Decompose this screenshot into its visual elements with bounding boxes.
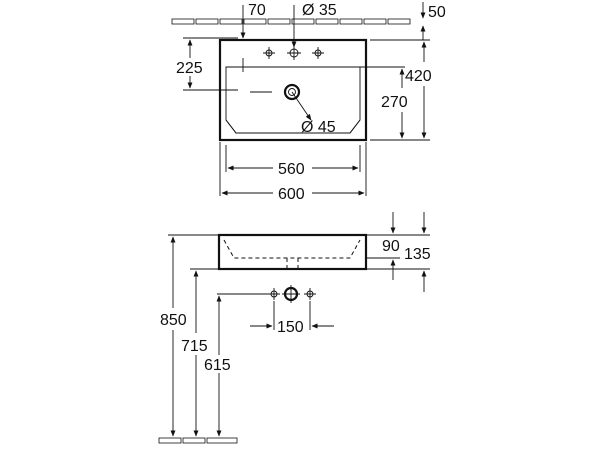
dim-tap-hole: Ø 35 [302,2,337,19]
dim-tap-offset: 70 [248,2,266,19]
tap-holes-top [263,46,324,60]
dim-overall-width: 600 [278,186,305,203]
dim-overall-depth: 420 [405,68,432,85]
basin-bowl-side [223,239,361,259]
dim-drain: Ø 45 [301,119,336,136]
dim-pipe-height: 615 [204,357,231,374]
dim-tap-depth: 225 [176,60,203,77]
top-view: 70 Ø 35 50 225 270 420 Ø 45 [171,2,446,203]
dim-inner-width: 560 [278,161,305,178]
dim-mid-height: 715 [181,338,208,355]
floor-strip [158,437,238,444]
dim-basin-depth: 90 [382,238,400,255]
drain-top [250,83,312,121]
side-view: 90 135 150 850 715 [158,212,431,444]
basin-outline-top [218,38,368,142]
dim-overall-height: 135 [404,246,431,263]
dim-tap-spacing: 150 [277,319,304,336]
pipe-connections [217,285,316,303]
dim-rim-height: 850 [160,312,187,329]
wall-strip [171,18,411,25]
basin-outline-side [217,233,368,271]
dim-basin-inner-depth: 270 [381,94,408,111]
dim-wall-gap: 50 [428,4,446,21]
